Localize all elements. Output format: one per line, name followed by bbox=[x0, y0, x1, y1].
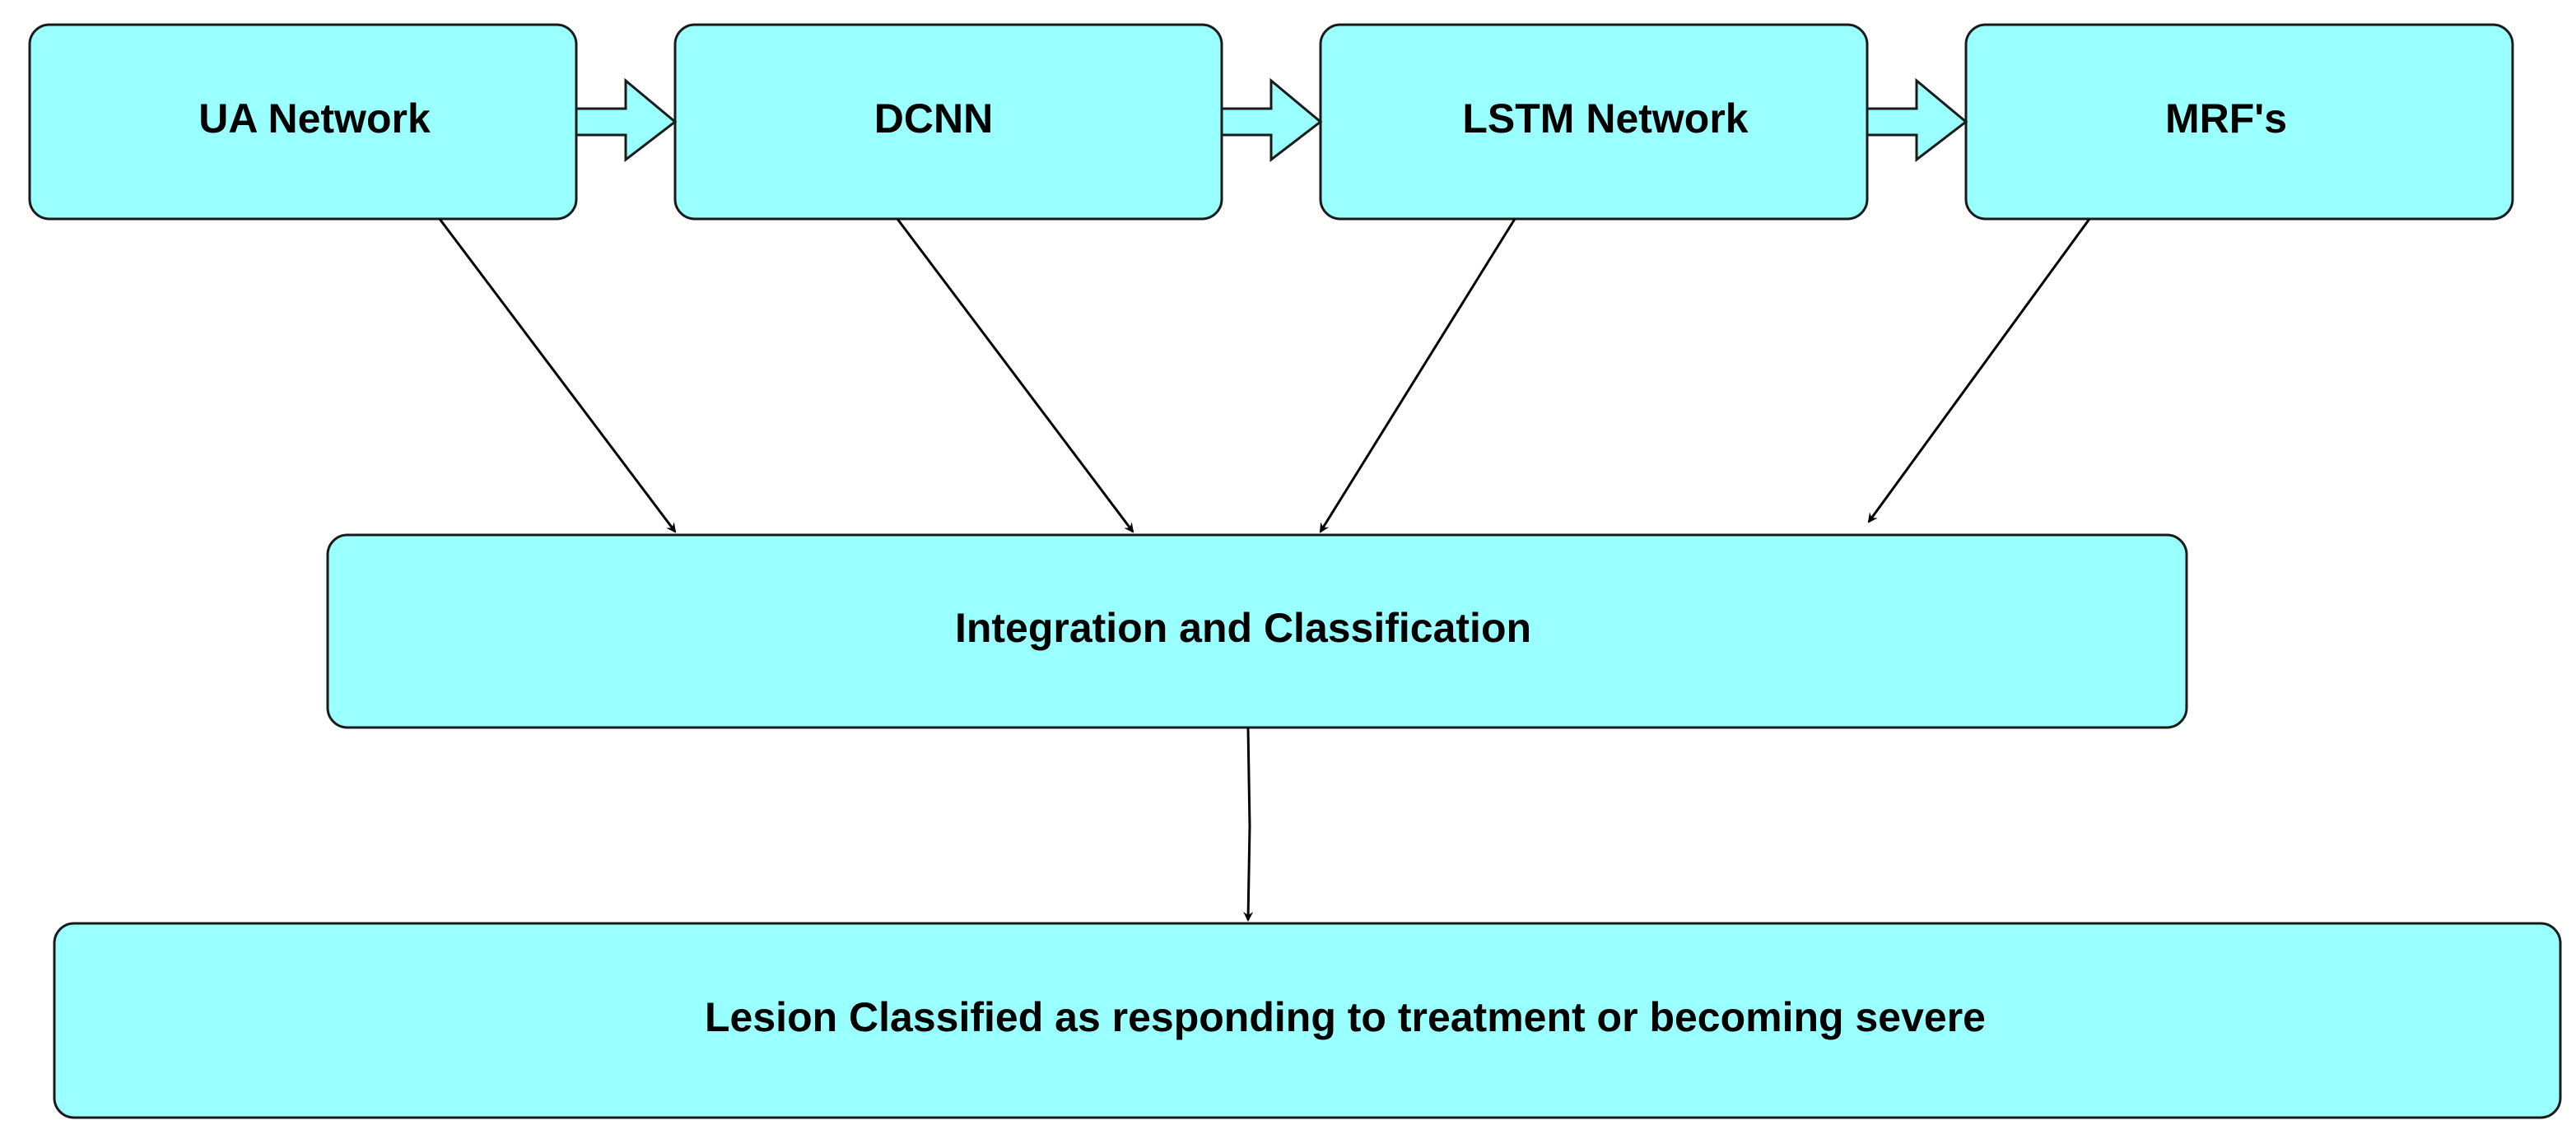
node-dcnn-label: DCNN bbox=[874, 95, 993, 142]
edge-integration-to-result bbox=[1243, 727, 1254, 922]
node-mrfs-label: MRF's bbox=[2165, 95, 2287, 142]
node-dcnn: DCNN bbox=[673, 23, 1223, 221]
node-lstm-network-label: LSTM Network bbox=[1462, 95, 1748, 142]
node-mrfs: MRF's bbox=[1964, 23, 2514, 221]
node-ua-network: UA Network bbox=[28, 23, 578, 221]
node-integration: Integration and Classification bbox=[326, 533, 2188, 729]
edge-dcnn-to-integration bbox=[896, 218, 1134, 533]
edge-ua-to-integration bbox=[438, 218, 677, 533]
edge-mrfs-to-integration bbox=[1867, 218, 2091, 523]
block-arrow-lstm-to-mrfs bbox=[1866, 77, 1968, 163]
node-integration-label: Integration and Classification bbox=[955, 605, 1531, 651]
block-arrow-ua-to-dcnn bbox=[575, 77, 678, 163]
node-integration-box bbox=[326, 533, 2188, 729]
block-arrow-dcnn-to-lstm bbox=[1220, 77, 1323, 163]
node-result-box bbox=[53, 922, 2562, 1119]
node-result: Lesion Classified as responding to treat… bbox=[53, 922, 2562, 1119]
edge-lstm-to-integration bbox=[1319, 218, 1516, 533]
node-lstm-network: LSTM Network bbox=[1319, 23, 1869, 221]
node-result-label: Lesion Classified as responding to treat… bbox=[705, 994, 1986, 1040]
node-ua-network-label: UA Network bbox=[198, 95, 431, 142]
